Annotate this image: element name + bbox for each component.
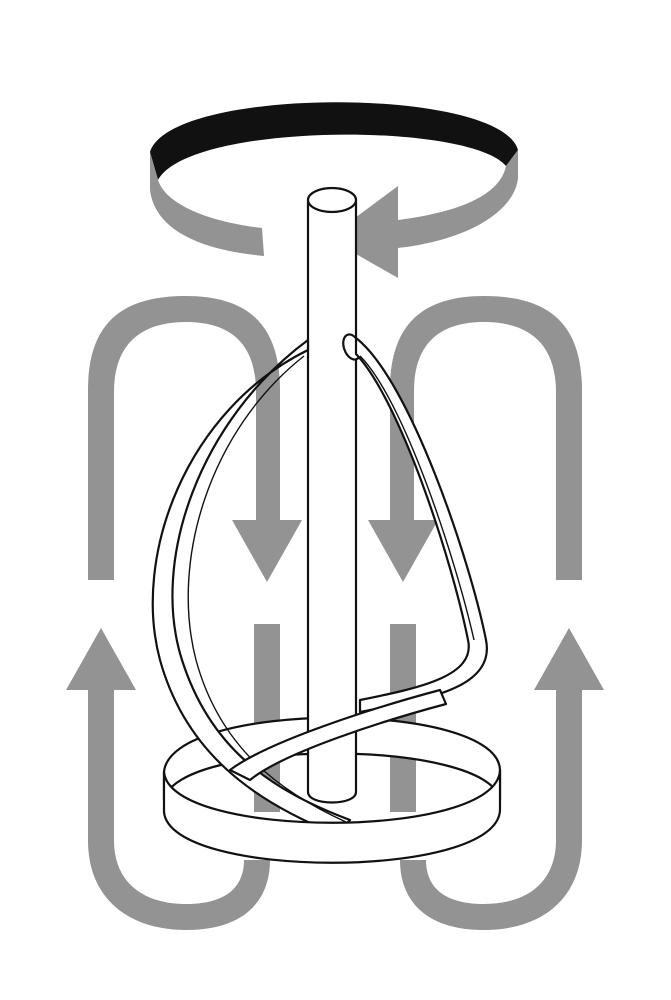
agitator-shaft xyxy=(306,186,362,804)
rotation-band-front-left xyxy=(150,152,264,256)
flow-down-arrow-icon xyxy=(368,520,438,582)
right-outer-up-leg xyxy=(400,686,582,930)
bottom-ring-front xyxy=(162,768,502,864)
flow-down-arrow-icon xyxy=(232,520,302,582)
rotation-arrow-icon xyxy=(150,102,518,278)
rotation-band-front-right xyxy=(398,150,518,248)
right-helical-blade xyxy=(354,336,488,714)
right-upper-arch xyxy=(390,296,582,580)
left-upper-arch xyxy=(88,296,280,580)
rotation-band-back xyxy=(150,102,518,180)
crossing-blade xyxy=(228,688,448,782)
left-outer-up-leg xyxy=(88,686,270,930)
flow-up-arrow-icon xyxy=(534,628,604,690)
flow-up-arrow-icon xyxy=(66,628,136,690)
left-circulation-flow xyxy=(66,296,302,930)
rotation-arrowhead-icon xyxy=(328,186,398,278)
